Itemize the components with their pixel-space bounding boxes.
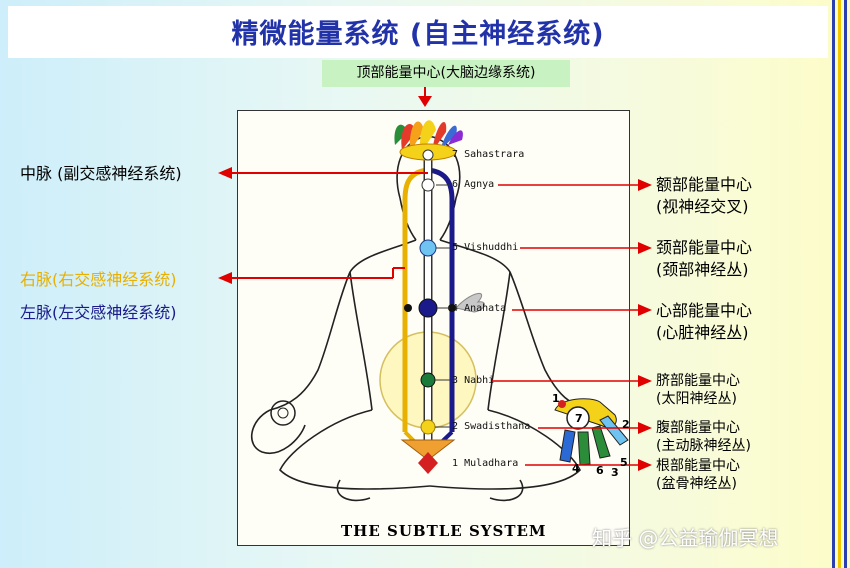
chakra-5-label: 5 Vishuddhi [452,242,519,253]
left-arrows [218,167,428,284]
hand-number: 2 [622,418,630,431]
right-hand [554,398,629,466]
left-channel-label: 左脉(左交感神经系统) [20,303,177,322]
page-title: 精微能量系统 (自主神经系统) [231,19,605,50]
chakra-1-label: 1 Muladhara [452,458,519,469]
right-channel [402,167,429,432]
right-channel-label: 右脉(右交感神经系统) [20,270,177,289]
watermark: 知乎 @公益瑜伽冥想 [592,526,779,550]
edge-line-blue [832,0,835,568]
chakra-4-label: 4 Anahata [452,303,507,314]
edge-line-blue-2 [844,0,847,568]
title-bar: 精微能量系统 (自主神经系统) [8,6,828,58]
chakra-7-marker [422,149,434,161]
figure-caption: THE SUBTLE SYSTEM [341,522,547,540]
chakra-6-label: 6 Agnya [452,179,495,190]
chakra-2-label: 2 Swadisthana [452,421,531,432]
left-channel [427,167,455,432]
muladhara-triangle [400,439,456,461]
chakra-4-right-dot [448,304,456,312]
figure-outline [250,135,591,502]
right-arrows [492,184,640,466]
top-arrow-head [418,96,432,107]
chakra-2-marker [420,419,436,435]
left-palm [270,400,296,426]
hand-number: 6 [596,464,604,477]
chakra-3-label: 3 Nabhi [452,375,495,386]
hand-number: 3 [611,466,619,479]
agnya-cn-label: 额部能量中心(视神经交叉) [656,175,753,216]
chakra-1-marker [418,452,438,474]
muladhara-cn-label: 根部能量中心(盆骨神经丛) [656,458,740,492]
hand-number: 4 [572,462,580,475]
hand-number: 1 [552,392,560,405]
central-channel-label: 中脉 (副交感神经系统) [20,164,182,183]
anahata-cn-label: 心部能量中心(心脏神经丛) [656,301,753,342]
heart-wing [455,293,485,313]
chakra-3-marker [420,372,436,388]
edge-line-yellow [838,0,841,568]
nabhi-cn-label: 脐部能量中心(太阳神经丛) [656,373,740,407]
vishuddhi-cn-label: 颈部能量中心(颈部神经丛) [656,238,753,279]
chakra-6-marker [421,178,435,192]
top-center-label: 顶部能量中心(大脑边缘系统) [322,60,570,87]
hand-number: 5 [620,456,628,469]
chakra-4-left-dot [404,304,412,312]
chakra-5-marker [419,239,437,257]
chakra-4-marker [418,298,438,318]
swadisthana-cn-label: 腹部能量中心(主动脉神经丛) [656,420,751,454]
chakra-7-label: 7 Sahastrara [452,149,525,160]
hand-number: 7 [575,412,583,425]
